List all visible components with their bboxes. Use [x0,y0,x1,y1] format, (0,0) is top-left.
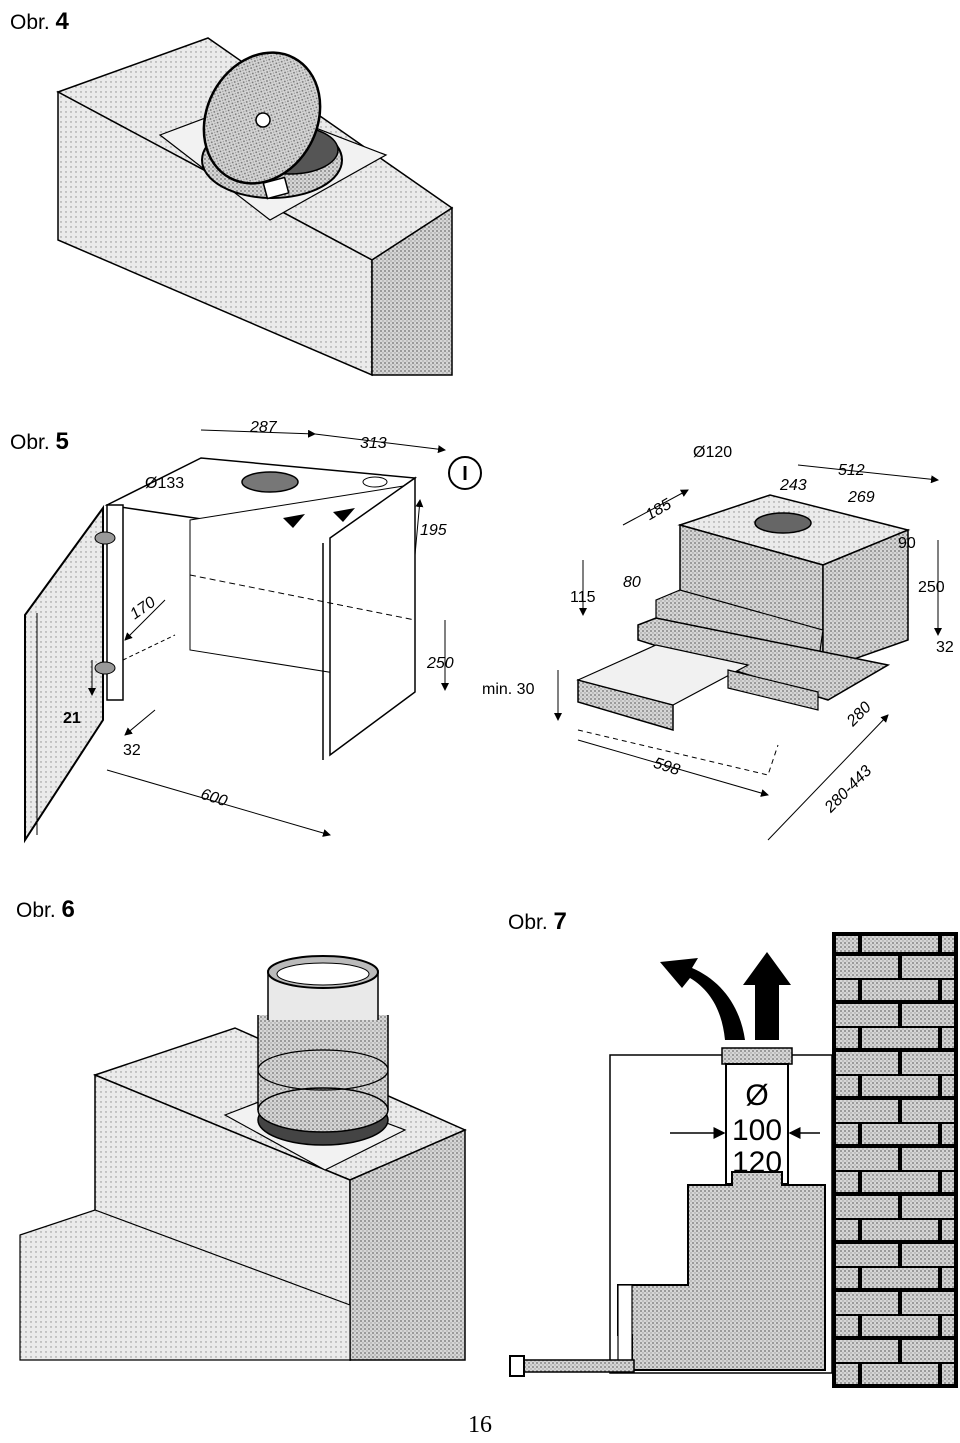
flap-hub [255,112,271,128]
hood-duct-ring [754,512,812,534]
figure-5-prefix: Obr. [10,431,50,454]
drawer-bar [513,1359,635,1373]
hood-side [822,528,909,672]
figure-6-number: 6 [61,896,75,923]
dim-90: 90 [898,535,916,552]
hood-drawer-right [727,669,819,711]
dim-512: 512 [838,462,865,479]
dim-line-600 [106,769,331,837]
dim-line-32 [124,709,156,736]
hood-drawer-top [576,644,750,706]
figure-7-number: 7 [553,908,567,935]
dim-line-195 [414,499,424,556]
diameter-symbol: Ø [745,1079,768,1112]
bracket-mark [333,508,355,522]
bracket-mark [283,514,305,528]
figure-4-label: Obr. 4 [10,8,69,36]
dim-269: 269 [847,489,875,506]
dim-line-170 [124,599,166,641]
figure-4-drawing [56,37,454,377]
figure-5-number: 5 [55,428,69,455]
screw-hole [362,476,388,488]
dim-598: 598 [651,755,682,779]
extended-drawer-outline [577,729,779,776]
hood-front-strip [617,1284,633,1371]
dim-287: 287 [249,419,278,436]
cabinet-left-side [106,504,124,701]
cabinet-right-side [329,476,416,757]
dim-250: 250 [426,655,454,672]
marker-label: I [462,463,468,485]
dim-min30: min. 30 [482,681,535,698]
figure-6-drawing [19,955,467,1362]
reducer-bottom [257,1087,389,1133]
dim-21: 21 [63,710,81,727]
dim-120: Ø120 [693,444,732,461]
figure-4-prefix: Obr. [10,11,50,34]
page-number: 16 [468,1412,492,1438]
figure-7-label: Obr. 7 [508,908,567,936]
figure-7-prefix: Obr. [508,911,548,934]
dim-280-443: 280-443 [821,762,875,816]
dim-115: 115 [570,589,596,606]
figure-4-number: 4 [55,8,69,35]
dim-80: 80 [623,574,641,591]
dim-280: 280 [843,699,875,731]
reducer-top-opening [276,962,370,986]
dim-line-280-443 [767,714,889,841]
dim-243: 243 [779,477,807,494]
dim-313: 313 [360,435,387,452]
cabinet-lower-ledge [19,1209,351,1361]
dim-250r: 250 [918,579,945,596]
brick-wall [832,932,958,1388]
upper-hinge [94,531,116,545]
duct-pipe [725,1063,789,1185]
drawer-knob [509,1355,525,1377]
dim-line-598 [577,739,769,797]
dim-133: Ø133 [145,475,184,492]
figure-6-label: Obr. 6 [16,896,75,924]
figure-7-drawing: Ø 100 120 [509,932,958,1388]
reducer-band [257,1049,389,1091]
guide-line [122,634,176,661]
dim-32r: 32 [936,639,954,656]
dim-line-287 [200,429,316,438]
dim-170: 170 [127,594,159,623]
collar-clamp [262,176,290,200]
cabinet-side-face [371,206,453,376]
hood-base-plate [637,617,891,701]
dim-32: 32 [123,742,141,759]
cabinet-door [24,504,104,844]
figure-5-label: Obr. 5 [10,428,69,456]
marker-circle [448,456,482,490]
lower-hinge [94,661,116,675]
dim-line-185 [622,489,689,526]
dim-600: 600 [199,786,230,810]
dim-line-512 [797,464,939,484]
dim-line-313 [314,433,446,454]
figure-5-hood-drawing: Ø120 512 243 269 185 90 80 115 250 32 mi… [482,444,954,841]
arrow-curved-icon [660,958,745,1040]
figure-6-prefix: Obr. [16,899,56,922]
dim-195: 195 [420,522,447,539]
guide-line [189,574,416,621]
diameter-100: 100 [732,1114,782,1147]
diameter-120: 120 [732,1146,782,1179]
figure-5-cabinet-drawing: I 287 313 Ø133 195 170 250 21 32 600 [24,419,482,844]
duct-outlet-cap [721,1047,793,1065]
arrow-up-icon [743,952,791,1040]
duct-hole-133 [241,471,299,493]
cabinet-side-face [349,1128,466,1361]
